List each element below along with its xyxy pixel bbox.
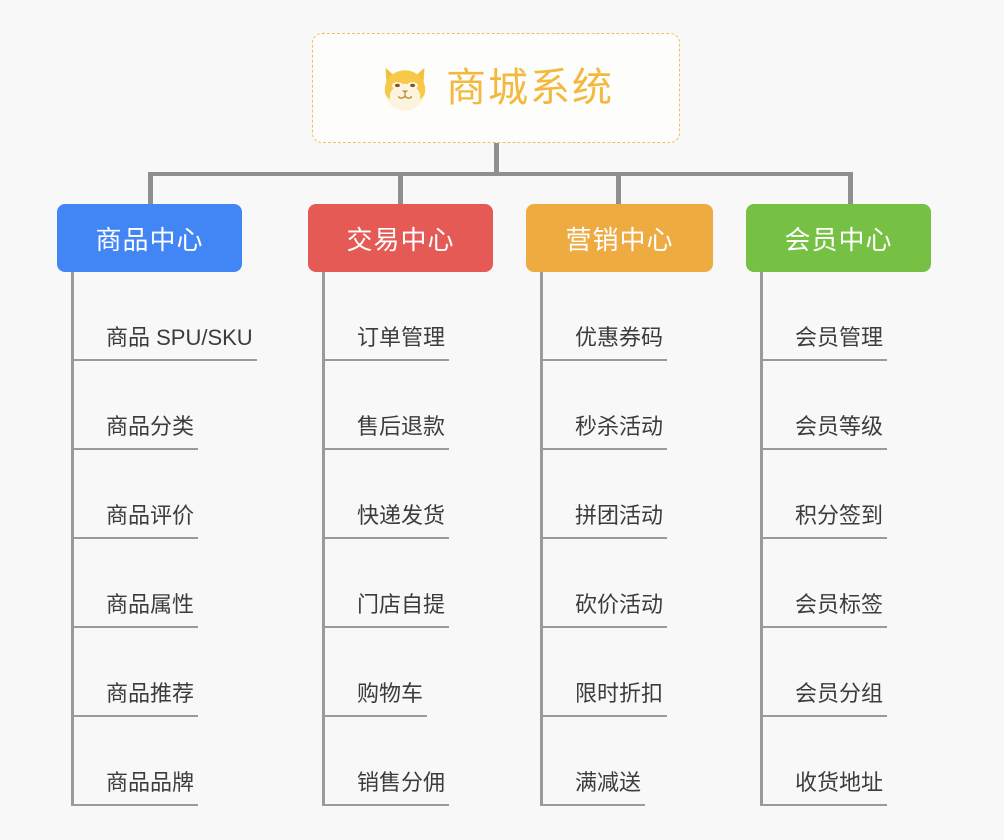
leaf-rule xyxy=(74,448,198,450)
leaf-rule xyxy=(763,359,887,361)
leaf-list-2: 订单管理 售后退款 快递发货 门店自提 购物车 销售分佣 xyxy=(322,272,508,806)
list-item[interactable]: 收货地址 xyxy=(763,717,946,806)
list-item[interactable]: 售后退款 xyxy=(325,361,508,450)
category-column-1: 商品中心 商品 SPU/SKU 商品分类 商品评价 商品属性 商品推荐 商品品牌 xyxy=(57,204,257,806)
connector-horizontal-bus xyxy=(148,172,853,176)
list-item[interactable]: 商品分类 xyxy=(74,361,257,450)
list-item[interactable]: 秒杀活动 xyxy=(543,361,726,450)
list-item[interactable]: 门店自提 xyxy=(325,539,508,628)
category-column-2: 交易中心 订单管理 售后退款 快递发货 门店自提 购物车 销售分佣 xyxy=(308,204,508,806)
category-label: 营销中心 xyxy=(565,224,674,255)
category-header-marketing-center[interactable]: 营销中心 xyxy=(526,204,713,272)
leaf-label: 门店自提 xyxy=(357,591,446,617)
leaf-label: 购物车 xyxy=(357,680,424,706)
leaf-rule xyxy=(74,804,198,806)
leaf-label: 优惠券码 xyxy=(575,324,664,350)
leaf-label: 订单管理 xyxy=(357,324,446,350)
leaf-rule xyxy=(543,537,667,539)
connector-drop-2 xyxy=(398,174,403,204)
list-item[interactable]: 积分签到 xyxy=(763,450,946,539)
leaf-rule xyxy=(74,715,198,717)
leaf-label: 快递发货 xyxy=(357,502,446,528)
category-label: 交易中心 xyxy=(346,224,455,255)
leaf-rule xyxy=(543,626,667,628)
leaf-label: 秒杀活动 xyxy=(575,413,664,439)
leaf-rule xyxy=(325,715,427,717)
list-item[interactable]: 会员管理 xyxy=(763,272,946,361)
leaf-rule xyxy=(325,537,449,539)
list-item[interactable]: 砍价活动 xyxy=(543,539,726,628)
list-item[interactable]: 商品品牌 xyxy=(74,717,257,806)
root-node-shop-system[interactable]: 商城系统 xyxy=(312,33,680,143)
leaf-label: 销售分佣 xyxy=(357,769,446,795)
connector-drop-4 xyxy=(848,174,853,204)
shiba-dog-icon xyxy=(378,61,432,115)
leaf-label: 限时折扣 xyxy=(575,680,664,706)
leaf-rule xyxy=(325,359,449,361)
leaf-label: 商品属性 xyxy=(106,591,195,617)
category-label: 会员中心 xyxy=(784,224,893,255)
leaf-label: 会员管理 xyxy=(795,324,884,350)
leaf-label: 商品分类 xyxy=(106,413,195,439)
leaf-label: 积分签到 xyxy=(795,502,884,528)
leaf-label: 拼团活动 xyxy=(575,502,664,528)
list-item[interactable]: 商品评价 xyxy=(74,450,257,539)
leaf-label: 商品品牌 xyxy=(106,769,195,795)
leaf-rule xyxy=(543,715,667,717)
list-item[interactable]: 满减送 xyxy=(543,717,726,806)
leaf-rule xyxy=(325,448,449,450)
list-item[interactable]: 会员标签 xyxy=(763,539,946,628)
leaf-rule xyxy=(74,359,257,361)
leaf-label: 商品评价 xyxy=(106,502,195,528)
category-column-4: 会员中心 会员管理 会员等级 积分签到 会员标签 会员分组 收货地址 xyxy=(746,204,946,806)
leaf-label: 商品推荐 xyxy=(106,680,195,706)
leaf-label: 会员等级 xyxy=(795,413,884,439)
list-item[interactable]: 优惠券码 xyxy=(543,272,726,361)
leaf-label: 满减送 xyxy=(575,769,642,795)
category-header-member-center[interactable]: 会员中心 xyxy=(746,204,931,272)
list-item[interactable]: 订单管理 xyxy=(325,272,508,361)
connector-drop-3 xyxy=(616,174,621,204)
category-header-transaction-center[interactable]: 交易中心 xyxy=(308,204,493,272)
leaf-label: 商品 SPU/SKU xyxy=(106,324,253,350)
leaf-rule xyxy=(543,804,645,806)
leaf-list-1: 商品 SPU/SKU 商品分类 商品评价 商品属性 商品推荐 商品品牌 xyxy=(71,272,257,806)
connector-drop-1 xyxy=(148,174,153,204)
list-item[interactable]: 商品 SPU/SKU xyxy=(74,272,257,361)
connector-root-stem xyxy=(494,143,499,175)
leaf-list-3: 优惠券码 秒杀活动 拼团活动 砍价活动 限时折扣 满减送 xyxy=(540,272,726,806)
leaf-label: 会员标签 xyxy=(795,591,884,617)
leaf-list-4: 会员管理 会员等级 积分签到 会员标签 会员分组 收货地址 xyxy=(760,272,946,806)
list-item[interactable]: 销售分佣 xyxy=(325,717,508,806)
leaf-label: 会员分组 xyxy=(795,680,884,706)
leaf-label: 砍价活动 xyxy=(575,591,664,617)
list-item[interactable]: 拼团活动 xyxy=(543,450,726,539)
list-item[interactable]: 限时折扣 xyxy=(543,628,726,717)
leaf-rule xyxy=(763,537,887,539)
list-item[interactable]: 会员等级 xyxy=(763,361,946,450)
leaf-rule xyxy=(763,804,887,806)
leaf-rule xyxy=(325,804,449,806)
leaf-label: 售后退款 xyxy=(357,413,446,439)
list-item[interactable]: 会员分组 xyxy=(763,628,946,717)
leaf-rule xyxy=(763,626,887,628)
list-item[interactable]: 快递发货 xyxy=(325,450,508,539)
leaf-rule xyxy=(763,448,887,450)
category-label: 商品中心 xyxy=(95,224,204,255)
leaf-rule xyxy=(543,359,667,361)
leaf-rule xyxy=(763,715,887,717)
category-header-product-center[interactable]: 商品中心 xyxy=(57,204,242,272)
list-item[interactable]: 商品推荐 xyxy=(74,628,257,717)
leaf-rule xyxy=(74,537,198,539)
leaf-rule xyxy=(543,448,667,450)
root-title: 商城系统 xyxy=(446,66,614,110)
category-column-3: 营销中心 优惠券码 秒杀活动 拼团活动 砍价活动 限时折扣 满减送 xyxy=(526,204,726,806)
list-item[interactable]: 购物车 xyxy=(325,628,508,717)
leaf-rule xyxy=(74,626,198,628)
leaf-rule xyxy=(325,626,449,628)
leaf-label: 收货地址 xyxy=(795,769,884,795)
list-item[interactable]: 商品属性 xyxy=(74,539,257,628)
